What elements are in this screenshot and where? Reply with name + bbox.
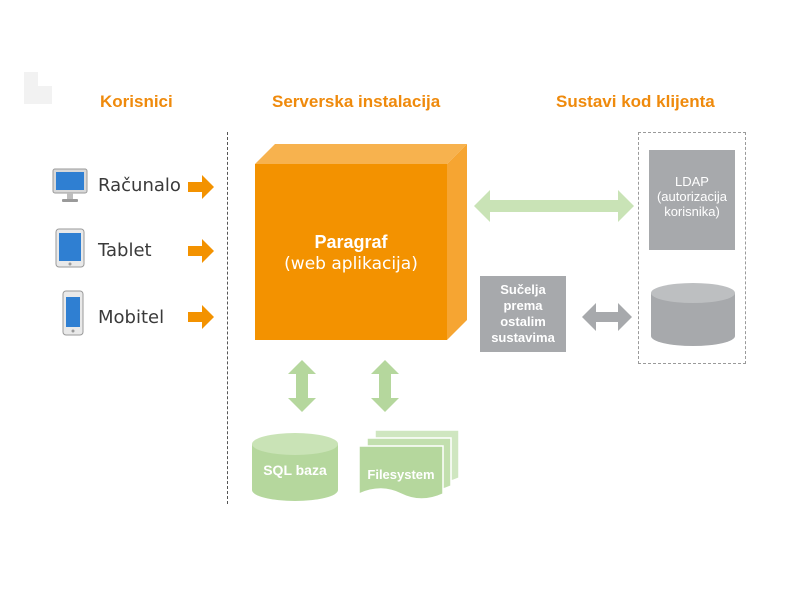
interfaces-line: prema [503, 298, 543, 313]
database-icon [651, 283, 735, 346]
ldap-description: (autorizacija [656, 189, 728, 204]
computer-icon [52, 168, 88, 202]
database-icon [252, 433, 338, 501]
ldap-description: korisnika) [664, 204, 720, 219]
column-divider [227, 132, 228, 504]
users-heading: Korisnici [100, 92, 173, 111]
bidirectional-arrow-icon [288, 360, 316, 412]
user-mobile-label: Mobitel [98, 307, 165, 328]
bidirectional-arrow-icon [474, 190, 634, 222]
interfaces-line: ostalim [500, 314, 546, 329]
ldap-title: LDAP [675, 174, 709, 189]
arrow-right-icon [188, 175, 214, 199]
ldap-box [649, 150, 735, 250]
arrow-right-icon [188, 239, 214, 263]
interfaces-line: sustavima [491, 330, 555, 345]
tablet-icon [55, 228, 85, 268]
client-heading: Sustavi kod klijenta [556, 92, 715, 111]
app-title: Paragraf [314, 232, 388, 252]
filesystem-icon [358, 429, 460, 500]
client-systems-container [638, 132, 746, 364]
interfaces-line: Sučelja [500, 282, 546, 297]
arrow-right-icon [188, 305, 214, 329]
interfaces-label: Sučelja prema ostalim sustavima [480, 282, 566, 346]
user-computer-label: Računalo [98, 175, 181, 196]
interfaces-box [480, 276, 566, 352]
server-heading: Serverska instalacija [272, 92, 441, 111]
bidirectional-arrow-icon [371, 360, 399, 412]
bidirectional-arrow-icon [582, 303, 632, 331]
corner-decoration-icon [24, 72, 52, 104]
user-tablet-label: Tablet [98, 240, 152, 261]
database-label: SQL baza [263, 462, 327, 478]
app-subtitle: (web aplikacija) [284, 254, 418, 274]
ldap-label: LDAP (autorizacija korisnika) [649, 174, 735, 219]
mobile-phone-icon [62, 290, 84, 336]
web-application-block [255, 144, 467, 340]
filesystem-label: Filesystem [367, 467, 435, 482]
